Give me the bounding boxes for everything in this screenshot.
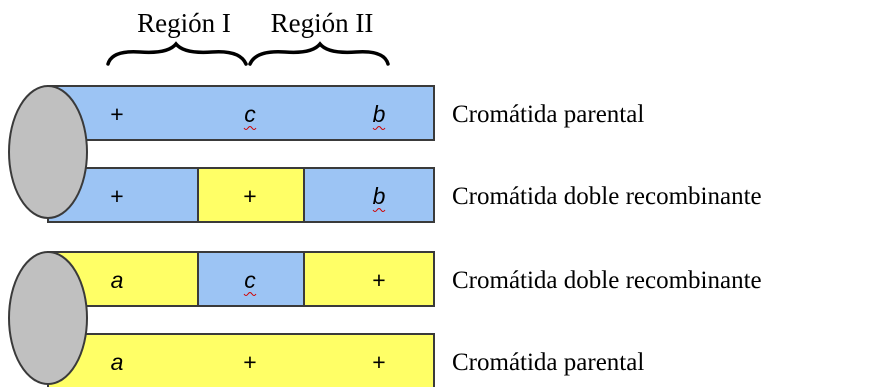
allele-label: c [244, 267, 256, 293]
allele-label: + [243, 183, 256, 209]
allele-label: c [244, 101, 256, 127]
chromatid-row: + + b Cromátida doble recombinante [47, 167, 762, 223]
chromatid-segment [304, 252, 434, 306]
allele-label: b [373, 101, 386, 127]
upper-centromere [8, 85, 88, 219]
chromatid-segment [304, 86, 434, 140]
spellcheck-underline [372, 126, 386, 130]
allele-label: + [372, 267, 385, 293]
spellcheck-underline [372, 208, 386, 212]
allele-label: + [372, 349, 385, 375]
allele-label: a [111, 267, 124, 293]
chromatid-segment [304, 334, 434, 387]
allele-label: b [373, 183, 386, 209]
chromatid-segment [198, 252, 304, 306]
chromatid-segment [198, 86, 304, 140]
chromatid-label: Cromátida parental [452, 101, 644, 128]
region-2-brace [248, 41, 390, 66]
region-1-label: Región I [137, 8, 231, 38]
chromatid-row: + c b Cromátida parental [47, 85, 644, 141]
region-2-label: Región II [271, 8, 374, 38]
chromatid-segment [304, 168, 434, 222]
chromatid-label: Cromátida parental [452, 349, 644, 376]
allele-label: + [110, 183, 123, 209]
chromatid-row: a c + Cromátida doble recombinante [47, 251, 762, 307]
chromatid-segment [198, 334, 304, 387]
chromatid-row: a + + Cromátida parental [47, 333, 644, 387]
chromatid-label: Cromátida doble recombinante [452, 183, 762, 210]
spellcheck-underline [243, 292, 257, 296]
chromatid-segment [198, 168, 304, 222]
chromatid-label: Cromátida doble recombinante [452, 267, 762, 294]
allele-label: + [243, 349, 256, 375]
allele-label: a [111, 349, 124, 375]
allele-label: + [110, 101, 123, 127]
lower-centromere [8, 251, 88, 385]
spellcheck-underline [243, 126, 257, 130]
region-1-brace [106, 41, 248, 66]
